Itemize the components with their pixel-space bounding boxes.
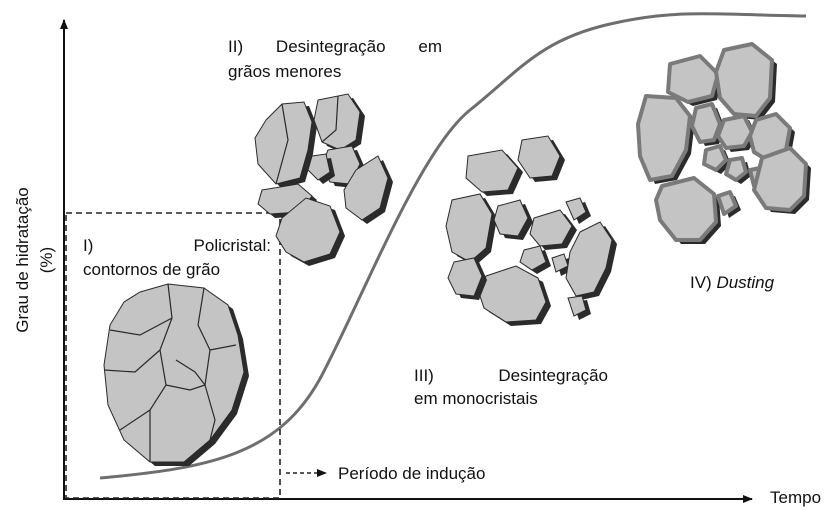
stage-2-fragment [254,101,317,188]
stage-3-fragment [445,193,497,266]
stage-4-fragment [716,190,741,218]
stage-4-fragment [724,156,751,184]
stage-3-label-line2: em monocristais [414,389,538,408]
stage-2-fragment [275,197,345,266]
stage-3-fragment [519,245,551,274]
stage-3-fragment [517,135,565,182]
stage-1-grain-boundary [175,359,206,386]
stage-1-grain-boundary [149,283,173,462]
stage-1-grain-boundary [119,409,151,431]
stage-3-label-line1: III) Desintegração [414,366,608,385]
stage-3-fragment [465,149,523,196]
stage-2-label-line1: II) Desintegração em [228,37,442,56]
stage-2-crack [321,95,339,143]
stage-3-fragment [493,199,533,240]
stage-3-fragment [567,295,591,320]
stage-3-fragment [565,197,591,224]
stage-4-label-name: Dusting [716,273,775,292]
stage-4-label: IV) Dusting [690,272,774,294]
stage-1-label-line1: I) Policristal: [83,236,271,255]
stage-4-fragment [654,176,721,244]
induction-period-label: Período de indução [338,464,486,483]
stage-2-fragment [343,155,393,224]
stage-3-fragment [565,221,617,300]
stage-3-fragment [447,257,487,300]
stage-2-label-line2: grãos menores [228,62,342,81]
y-axis-label: Grau de hidratação (%) [13,187,56,333]
stage-1-grain-cluster [103,283,249,466]
hydration-curve [99,12,807,480]
x-axis-label: Tempo [770,488,822,507]
stage-4-fragment [702,144,731,174]
stage-1-grain-boundary [109,317,173,336]
stage-3-fragment [529,209,577,250]
stage-1-grain-boundary [197,287,216,441]
stage-1-grain-boundary [209,344,237,351]
stage-4-fragment [666,54,723,106]
stage-4-fragment [714,42,777,120]
stage-2-fragment [307,153,335,184]
stage-4-fragment [636,94,695,184]
stage-1-grain-boundary [103,349,161,373]
stage-4-label-prefix: IV) [690,273,717,292]
induction-period-box [65,212,281,499]
stage-1-grain-boundary [165,384,206,391]
stage-4-fragment [752,146,811,214]
stage-2-fragment [313,93,365,154]
stage-2-crack [275,103,289,185]
stage-4-fragment [690,102,725,146]
stage-3-fragment [477,265,551,326]
stage-1-label-line2: contornos de grão [83,260,221,279]
stage-4-fragment [716,114,757,152]
